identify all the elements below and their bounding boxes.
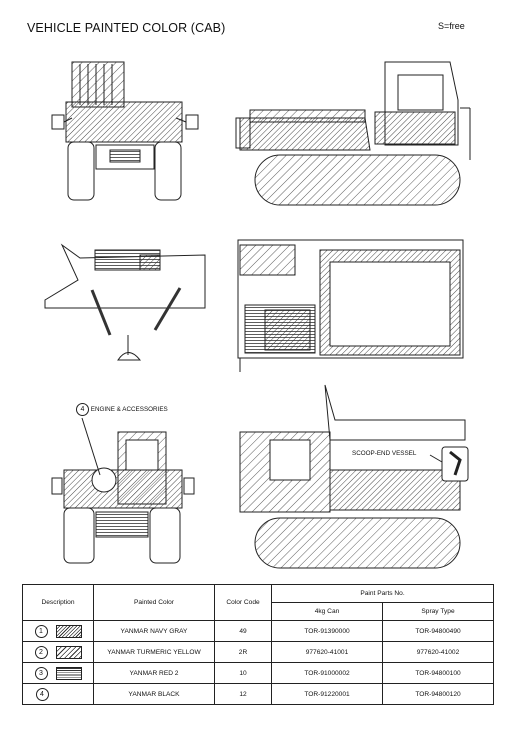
can-part-cell: TOR-91390000 <box>271 620 383 642</box>
table-row: 3 YANMAR RED 2 10 TOR-91000002 TOR-94800… <box>22 662 494 684</box>
callout-number: 4 <box>76 403 89 416</box>
row-number: 2 <box>34 645 48 659</box>
color-code-cell: 12 <box>214 683 272 705</box>
scoop-end-vessel-label: SCOOP-END VESSEL <box>352 450 417 457</box>
color-code-cell: 49 <box>214 620 272 642</box>
painted-color-cell: YANMAR RED 2 <box>93 662 215 684</box>
table-row: 4 YANMAR BLACK 12 TOR-91220001 TOR-94800… <box>22 683 494 705</box>
engine-callout: 4 ENGINE & ACCESSORIES <box>76 403 168 416</box>
spray-header: Spray Type <box>382 602 494 621</box>
paint-table: Description Painted Color Color Code Pai… <box>22 584 494 705</box>
spray-part-cell: TOR-94800120 <box>382 683 494 705</box>
can-part-cell: 977620-41001 <box>271 641 383 663</box>
description-header: Description <box>22 584 94 621</box>
can-part-cell: TOR-91220001 <box>271 683 383 705</box>
vehicle-drawings <box>44 61 471 569</box>
page-title: VEHICLE PAINTED COLOR (CAB) <box>27 21 226 35</box>
engine-hood-detail <box>44 243 206 361</box>
color-swatch <box>55 666 82 680</box>
color-swatch <box>55 645 82 659</box>
description-cell: 4 <box>22 683 94 705</box>
painted-color-cell: YANMAR TURMERIC YELLOW <box>93 641 215 663</box>
color-code-header: Color Code <box>214 584 272 621</box>
side-view-top <box>235 61 471 206</box>
description-cell: 1 <box>22 620 94 642</box>
table-row: 1 YANMAR NAVY GRAY 49 TOR-91390000 TOR-9… <box>22 620 494 642</box>
table-row: 2 YANMAR TURMERIC YELLOW 2R 977620-41001… <box>22 641 494 663</box>
engine-accessories-label: ENGINE & ACCESSORIES <box>90 406 168 413</box>
side-view-bottom <box>239 384 469 569</box>
can-header: 4kg Can <box>271 602 383 621</box>
front-view-bottom <box>51 417 195 564</box>
painted-color-cell: YANMAR NAVY GRAY <box>93 620 215 642</box>
row-number: 4 <box>35 687 49 701</box>
painted-color-header: Painted Color <box>93 584 215 621</box>
spray-part-cell: 977620-41002 <box>382 641 494 663</box>
top-plan-view <box>237 239 464 372</box>
spray-part-cell: TOR-94800490 <box>382 620 494 642</box>
paint-parts-header: Paint Parts No. <box>271 584 494 603</box>
color-code-cell: 10 <box>214 662 272 684</box>
can-part-cell: TOR-91000002 <box>271 662 383 684</box>
spray-part-cell: TOR-94800100 <box>382 662 494 684</box>
description-cell: 2 <box>22 641 94 663</box>
color-swatch <box>57 689 81 700</box>
front-view-top <box>51 61 199 201</box>
color-swatch <box>55 624 82 638</box>
color-code-cell: 2R <box>214 641 272 663</box>
row-number: 3 <box>34 666 48 680</box>
description-cell: 3 <box>22 662 94 684</box>
painted-color-cell: YANMAR BLACK <box>93 683 215 705</box>
row-number: 1 <box>34 624 48 638</box>
free-note: S=free <box>438 21 465 31</box>
